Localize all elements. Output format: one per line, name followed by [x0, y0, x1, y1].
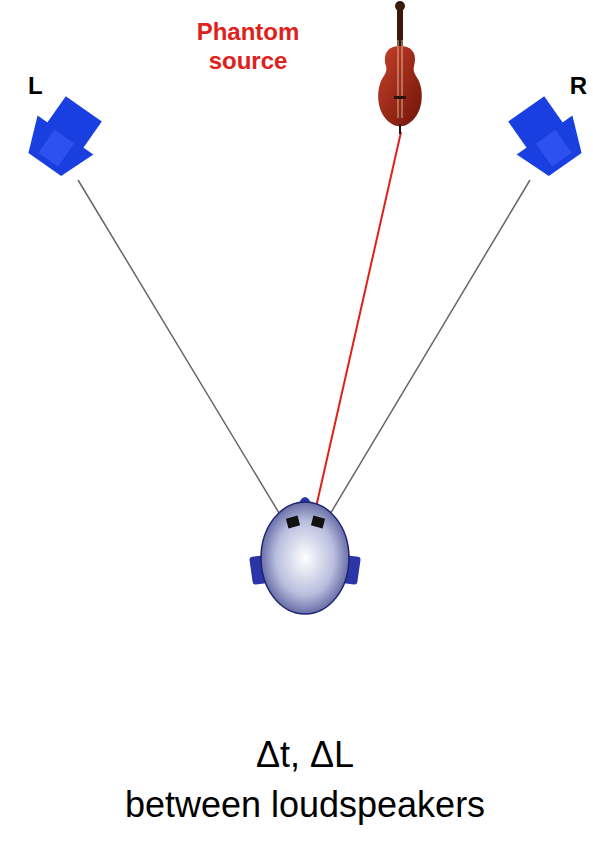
listener-head [249, 497, 361, 614]
loudspeaker [17, 89, 112, 184]
sight-line [78, 180, 305, 556]
sight-line [305, 180, 530, 556]
phantom-source-label: Phantom source [173, 18, 323, 76]
cello-icon [378, 1, 422, 134]
loudspeaker [498, 89, 593, 184]
phantom-direction-line [305, 132, 401, 556]
speaker-label: R [570, 72, 587, 101]
caption: Δt, ΔL between loudspeakers [125, 730, 485, 830]
speaker-label: L [28, 72, 43, 101]
